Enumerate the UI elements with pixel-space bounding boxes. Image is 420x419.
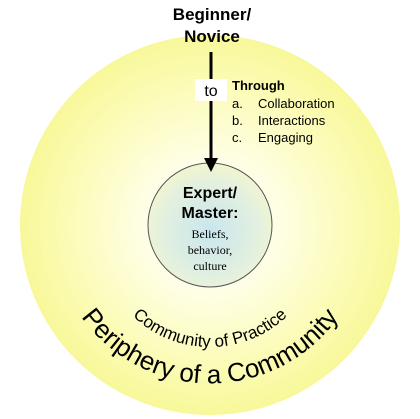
arrow-label-box: [195, 79, 227, 101]
start-label-line2: Novice: [184, 27, 240, 46]
method-text: Interactions: [258, 113, 326, 128]
center-title-line1: Expert/: [183, 185, 238, 202]
progression-arrow: [204, 52, 218, 172]
method-text: Engaging: [258, 130, 313, 145]
center-detail: behavior,: [188, 243, 233, 257]
method-text: Collaboration: [258, 96, 335, 111]
method-marker: b.: [232, 113, 243, 128]
center-detail: culture: [193, 259, 226, 273]
center-detail: Beliefs,: [192, 227, 229, 241]
methods-heading: Through: [232, 78, 285, 93]
arrow-label: to: [204, 83, 217, 100]
method-marker: a.: [232, 96, 243, 111]
method-marker: c.: [232, 130, 242, 145]
start-label-line1: Beginner/: [173, 5, 252, 24]
center-title-line2: Master:: [182, 205, 239, 222]
